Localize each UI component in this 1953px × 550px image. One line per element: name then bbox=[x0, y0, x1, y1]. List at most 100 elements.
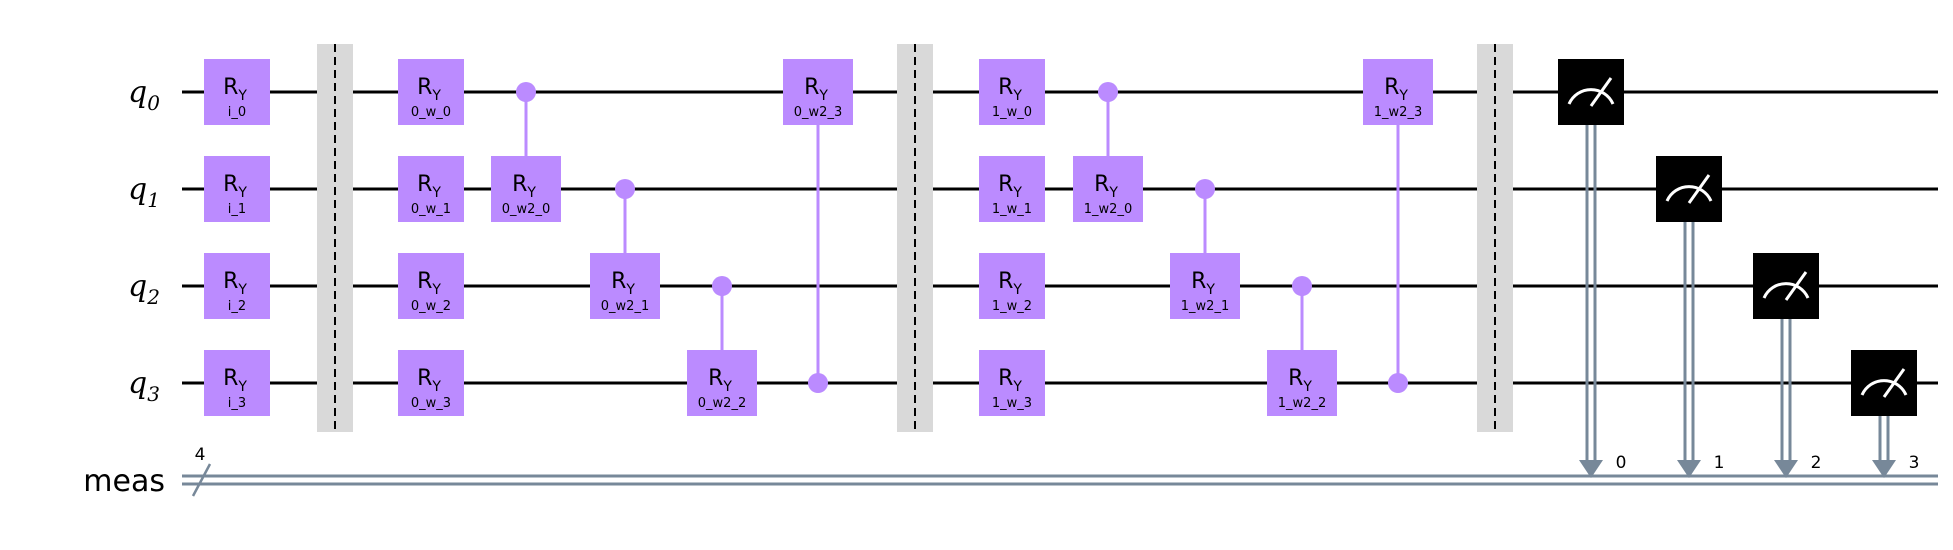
qubit-label-0: q0 bbox=[128, 75, 160, 115]
classical-bit-index-0: 0 bbox=[1616, 453, 1627, 473]
gate-parameter: i_0 bbox=[228, 105, 246, 120]
gate-symbol-sub: Y bbox=[625, 282, 635, 298]
ry-gate-box bbox=[204, 253, 270, 319]
control-dot-1_w2_3 bbox=[1388, 373, 1408, 393]
gate-symbol-sub: Y bbox=[237, 88, 247, 104]
gate-parameter: i_2 bbox=[228, 299, 246, 314]
barrier-2 bbox=[1477, 44, 1513, 432]
controlled-ry-gate-0_w2_2: RY0_w2_2 bbox=[687, 350, 757, 416]
gate-parameter: 0_w_0 bbox=[411, 105, 451, 120]
measure-arrowhead bbox=[1872, 460, 1896, 478]
ry-gate-q2-1_w_2: RY1_w_2 bbox=[979, 253, 1045, 319]
ry-gate-box bbox=[398, 156, 464, 222]
gate-symbol-main: R bbox=[223, 366, 238, 391]
connections-layer bbox=[516, 82, 1408, 393]
measure-box bbox=[1558, 59, 1624, 125]
gate-parameter: 0_w2_1 bbox=[601, 299, 649, 314]
ry-gate-box bbox=[590, 253, 660, 319]
ry-gate-q2-0_w_2: RY0_w_2 bbox=[398, 253, 464, 319]
ry-gate-q1-i_1: RYi_1 bbox=[204, 156, 270, 222]
gate-symbol-sub: Y bbox=[1012, 282, 1022, 298]
measure-arrowhead bbox=[1774, 460, 1798, 478]
gate-parameter: 0_w_3 bbox=[411, 396, 451, 411]
meter-needle-icon bbox=[1882, 368, 1906, 398]
gate-symbol-sub: Y bbox=[431, 379, 441, 395]
ry-gate-box bbox=[204, 156, 270, 222]
gate-symbol-sub: Y bbox=[818, 88, 828, 104]
meter-needle-icon bbox=[1687, 174, 1711, 204]
ry-gate-box bbox=[1170, 253, 1240, 319]
control-dot-0_w2_1 bbox=[615, 179, 635, 199]
gate-symbol: RY bbox=[1288, 366, 1312, 395]
gate-symbol-sub: Y bbox=[237, 185, 247, 201]
gate-symbol-main: R bbox=[223, 75, 238, 100]
ry-gate-box bbox=[979, 350, 1045, 416]
classical-bit-index-3: 3 bbox=[1909, 453, 1920, 473]
measure-gate-q1 bbox=[1656, 156, 1722, 478]
qubit-label-index: 3 bbox=[147, 382, 160, 406]
gate-parameter: 1_w2_2 bbox=[1278, 396, 1326, 411]
gate-symbol-sub: Y bbox=[722, 379, 732, 395]
gate-symbol: RY bbox=[223, 172, 247, 201]
gate-parameter: i_3 bbox=[228, 396, 246, 411]
gate-symbol-sub: Y bbox=[1108, 185, 1118, 201]
gate-symbol: RY bbox=[223, 366, 247, 395]
meter-arc-icon bbox=[1665, 185, 1713, 202]
gate-parameter: 1_w2_3 bbox=[1374, 105, 1422, 120]
gate-symbol-main: R bbox=[512, 172, 527, 197]
ry-gate-box bbox=[204, 350, 270, 416]
controlled-ry-gate-1_w2_3: RY1_w2_3 bbox=[1363, 59, 1433, 125]
gates-layer: RYi_0RYi_1RYi_2RYi_3RY0_w_0RY0_w_1RY0_w_… bbox=[204, 59, 1917, 478]
gate-parameter: 1_w_0 bbox=[992, 105, 1032, 120]
gate-symbol: RY bbox=[998, 172, 1022, 201]
measure-arrowhead bbox=[1677, 460, 1701, 478]
ry-gate-box bbox=[398, 59, 464, 125]
control-dot-1_w2_1 bbox=[1195, 179, 1215, 199]
meter-arc-icon bbox=[1567, 88, 1615, 105]
gate-symbol: RY bbox=[417, 172, 441, 201]
gate-symbol-sub: Y bbox=[1398, 88, 1408, 104]
gate-symbol-sub: Y bbox=[237, 379, 247, 395]
gate-symbol: RY bbox=[611, 269, 635, 298]
gate-symbol: RY bbox=[223, 269, 247, 298]
gate-symbol-main: R bbox=[998, 366, 1013, 391]
gate-parameter: 1_w_1 bbox=[992, 202, 1032, 217]
gate-parameter: 1_w2_0 bbox=[1084, 202, 1132, 217]
classical-bit-index-1: 1 bbox=[1714, 453, 1725, 473]
gate-symbol: RY bbox=[1384, 75, 1408, 104]
ry-gate-box bbox=[1267, 350, 1337, 416]
gate-symbol-main: R bbox=[417, 269, 432, 294]
controlled-ry-gate-0_w2_0: RY0_w2_0 bbox=[491, 156, 561, 222]
gate-symbol-main: R bbox=[804, 75, 819, 100]
classical-width-slash bbox=[191, 463, 212, 497]
gate-parameter: 0_w2_2 bbox=[698, 396, 746, 411]
ry-gate-box bbox=[1363, 59, 1433, 125]
meter-arc-icon bbox=[1860, 379, 1908, 396]
gate-symbol: RY bbox=[998, 75, 1022, 104]
gate-symbol-sub: Y bbox=[431, 282, 441, 298]
gate-parameter: 0_w_1 bbox=[411, 202, 451, 217]
gate-symbol-main: R bbox=[1384, 75, 1399, 100]
gate-symbol-sub: Y bbox=[431, 185, 441, 201]
gate-parameter: 0_w2_3 bbox=[794, 105, 842, 120]
gate-symbol-main: R bbox=[1288, 366, 1303, 391]
gate-symbol-sub: Y bbox=[1205, 282, 1215, 298]
gate-parameter: i_1 bbox=[228, 202, 246, 217]
gate-symbol-main: R bbox=[223, 269, 238, 294]
ry-gate-box bbox=[398, 253, 464, 319]
qubit-label-index: 1 bbox=[147, 188, 160, 212]
gate-symbol-main: R bbox=[998, 75, 1013, 100]
qubit-label-name: q bbox=[128, 269, 147, 304]
ry-gate-q0-1_w_0: RY1_w_0 bbox=[979, 59, 1045, 125]
gate-symbol-sub: Y bbox=[431, 88, 441, 104]
gate-symbol: RY bbox=[708, 366, 732, 395]
gate-symbol-sub: Y bbox=[1012, 185, 1022, 201]
control-dot-1_w2_0 bbox=[1098, 82, 1118, 102]
ry-gate-box bbox=[1073, 156, 1143, 222]
classical-register-label: meas bbox=[83, 464, 165, 499]
gate-symbol-main: R bbox=[223, 172, 238, 197]
meter-needle-icon bbox=[1784, 271, 1808, 301]
gate-symbol: RY bbox=[1191, 269, 1215, 298]
barrier-0 bbox=[317, 44, 353, 432]
